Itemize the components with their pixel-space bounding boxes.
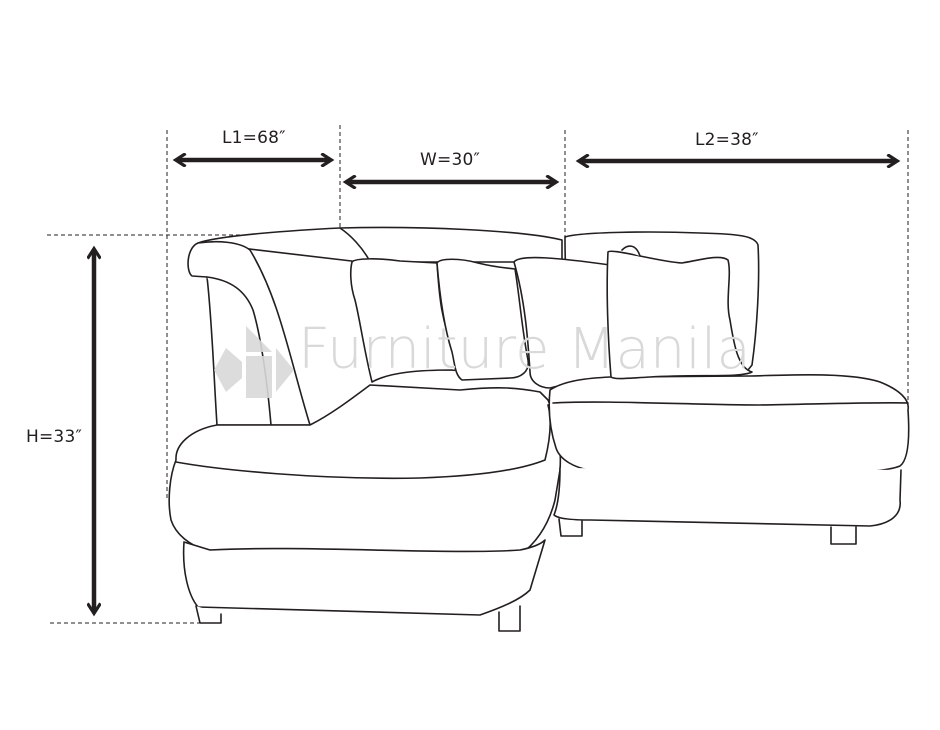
dimension-label-l1: L1=68″ — [222, 128, 286, 148]
extension-lines — [47, 125, 909, 624]
dimension-arrows — [94, 160, 896, 612]
dimension-label-l2: L2=38″ — [695, 130, 759, 150]
watermark-logo-icon — [214, 326, 294, 398]
dimension-label-h: H=33″ — [26, 427, 83, 447]
sofa-outline — [168, 226, 910, 632]
watermark: Furniture Manila — [214, 322, 751, 378]
dimension-label-w: W=30″ — [420, 150, 481, 170]
watermark-text: Furniture Manila — [298, 317, 751, 382]
